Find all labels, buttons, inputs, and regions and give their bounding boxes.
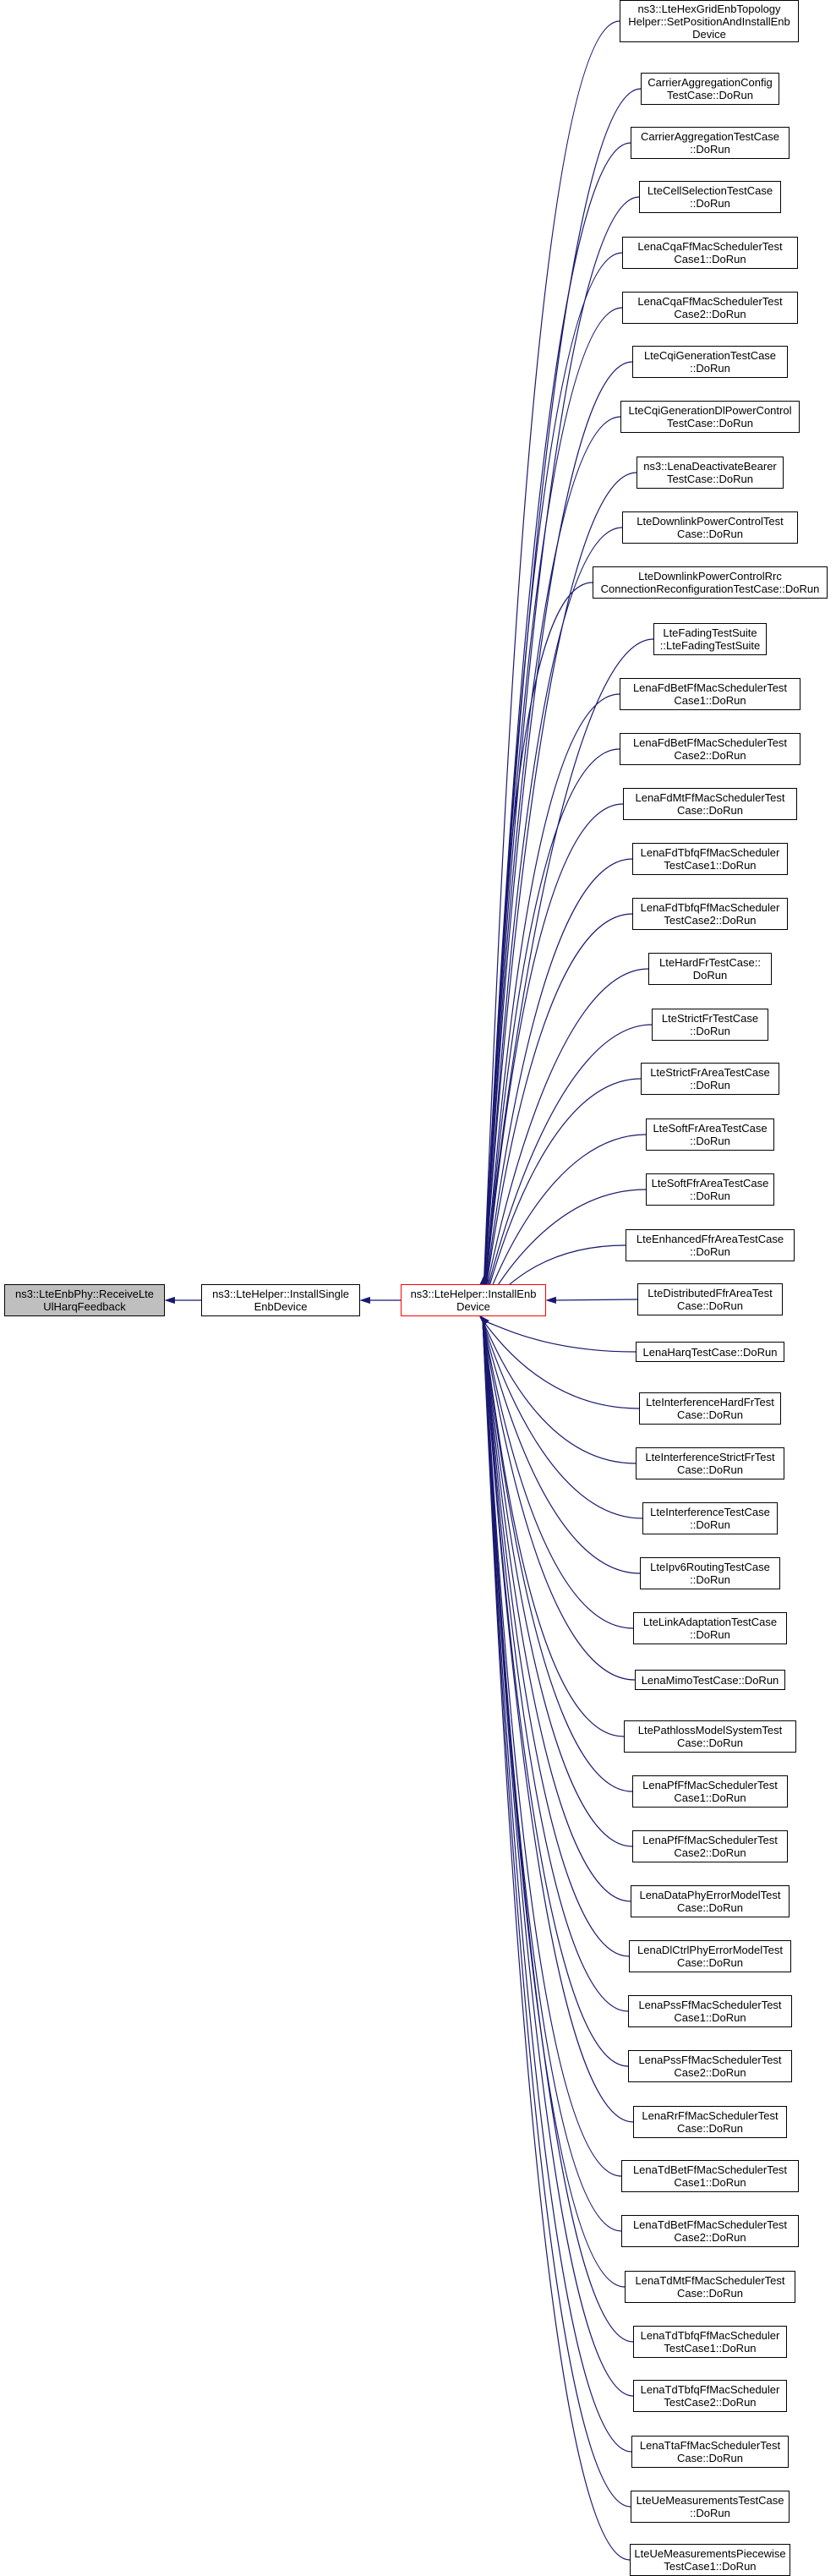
node-install-enb-device[interactable]: ns3::LteHelper::InstallEnb Device [401, 1284, 546, 1316]
caller-node[interactable]: LenaPfFfMacSchedulerTest Case2::DoRun [632, 1830, 788, 1862]
edge-caller-to-install-enb [482, 1320, 637, 1353]
caller-node[interactable]: LenaPfFfMacSchedulerTest Case1::DoRun [632, 1775, 788, 1808]
arrowhead [359, 1296, 370, 1304]
edge-caller-to-install-enb [482, 1320, 641, 1574]
node-install-single-enb-device[interactable]: ns3::LteHelper::InstallSingle EnbDevice [201, 1284, 360, 1316]
caller-node[interactable]: LenaFdBetFfMacSchedulerTest Case1::DoRun [620, 678, 800, 710]
caller-node[interactable]: LenaPssFfMacSchedulerTest Case1::DoRun [628, 1995, 792, 2027]
edge-caller-to-install-enb [482, 361, 633, 1311]
caller-node[interactable]: LenaTdMtFfMacSchedulerTest Case::DoRun [625, 2271, 795, 2303]
caller-node[interactable]: LenaDataPhyErrorModelTest Case::DoRun [631, 1885, 790, 1917]
caller-node[interactable]: LteUeMeasurementsTestCase ::DoRun [631, 2491, 790, 2523]
edge-caller-to-install-enb [482, 1320, 634, 2123]
arrowhead [478, 1315, 489, 1326]
edge-caller-to-install-enb [482, 1320, 633, 1792]
edge-caller-to-install-enb [554, 1299, 638, 1301]
caller-node[interactable]: CarrierAggregationConfig TestCase::DoRun [641, 73, 779, 105]
edge-caller-to-install-enb [482, 693, 620, 1311]
caller-node[interactable]: ns3::LteHexGridEnbTopology Helper::SetPo… [620, 0, 799, 42]
caller-node[interactable]: LteHardFrTestCase:: DoRun [648, 953, 772, 985]
caller-node[interactable]: LteInterferenceTestCase ::DoRun [642, 1502, 778, 1534]
caller-node[interactable]: LteCellSelectionTestCase ::DoRun [639, 181, 781, 213]
caller-node[interactable]: LteUeMeasurementsPiecewise TestCase1::Do… [630, 2544, 790, 2576]
edge-caller-to-install-enb [482, 1320, 630, 1957]
caller-node[interactable]: LenaRrFfMacSchedulerTest Case::DoRun [633, 2106, 787, 2138]
edge-caller-to-install-enb [482, 1320, 636, 1681]
caller-node[interactable]: LteDistributedFfrAreaTest Case::DoRun [637, 1283, 783, 1315]
edge-caller-to-install-enb [482, 1320, 640, 1409]
caller-node[interactable]: LenaTdTbfqFfMacScheduler TestCase1::DoRu… [633, 2326, 787, 2358]
caller-node[interactable]: LteStrictFrTestCase ::DoRun [652, 1009, 768, 1041]
edge-caller-to-install-enb [482, 858, 633, 1311]
caller-node[interactable]: LteCqiGenerationTestCase ::DoRun [632, 346, 788, 378]
edge-caller-to-install-enb [482, 196, 640, 1311]
caller-node[interactable]: LenaCqaFfMacSchedulerTest Case1::DoRun [622, 237, 798, 269]
caller-node[interactable]: LenaTdBetFfMacSchedulerTest Case1::DoRun [621, 2160, 799, 2192]
edge-caller-to-install-enb [482, 1320, 633, 1847]
arrowhead [164, 1296, 175, 1304]
caller-node[interactable]: LenaFdBetFfMacSchedulerTest Case2::DoRun [620, 733, 800, 765]
caller-node[interactable]: ns3::LenaDeactivateBearer TestCase::DoRu… [637, 457, 784, 489]
caller-node[interactable]: LteSoftFfrAreaTestCase ::DoRun [646, 1173, 774, 1206]
edge-caller-to-install-enb [482, 803, 624, 1311]
edge-caller-to-install-enb [482, 1320, 631, 2561]
edge-caller-to-install-enb [482, 527, 623, 1311]
edge-caller-to-install-enb [482, 142, 631, 1311]
caller-node[interactable]: LenaTtaFfMacSchedulerTest Case::DoRun [631, 2436, 789, 2468]
caller-node[interactable]: LtePathlossModelSystemTest Case::DoRun [624, 1720, 796, 1753]
caller-node[interactable]: LenaDlCtrlPhyErrorModelTest Case::DoRun [629, 1940, 791, 1972]
caller-node[interactable]: LenaTdTbfqFfMacScheduler TestCase2::DoRu… [633, 2380, 787, 2412]
edge-caller-to-install-enb [482, 1320, 629, 2012]
caller-node[interactable]: CarrierAggregationTestCase ::DoRun [631, 127, 790, 159]
edge-caller-to-install-enb [482, 1078, 642, 1311]
caller-node[interactable]: LteDownlinkPowerControlRrc ConnectionRec… [593, 566, 828, 599]
edge-caller-to-install-enb [482, 1024, 653, 1311]
caller-node[interactable]: LenaCqaFfMacSchedulerTest Case2::DoRun [622, 292, 798, 324]
caller-node[interactable]: LenaTdBetFfMacSchedulerTest Case2::DoRun [621, 2215, 799, 2247]
arrowhead [478, 1276, 489, 1287]
edge-caller-to-install-enb [482, 252, 623, 1311]
edge-caller-to-install-enb [482, 1320, 622, 2177]
edge-caller-to-install-enb [482, 1320, 643, 1519]
caller-node[interactable]: LenaFdMtFfMacSchedulerTest Case::DoRun [623, 788, 797, 820]
caller-node[interactable]: LteInterferenceHardFrTest Case::DoRun [639, 1392, 781, 1425]
caller-node[interactable]: LteCqiGenerationDlPowerControl TestCase:… [620, 401, 800, 433]
caller-node[interactable]: LteIpv6RoutingTestCase ::DoRun [640, 1557, 780, 1589]
caller-node[interactable]: LenaFdTbfqFfMacScheduler TestCase1::DoRu… [632, 843, 788, 875]
edge-caller-to-install-enb [482, 20, 620, 1311]
edge-caller-to-install-enb [482, 748, 620, 1311]
caller-node[interactable]: LteInterferenceStrictFrTest Case::DoRun [636, 1447, 784, 1479]
edge-caller-to-install-enb [482, 1320, 637, 1464]
edge-caller-to-install-enb [482, 416, 621, 1311]
caller-node[interactable]: LenaFdTbfqFfMacScheduler TestCase2::DoRu… [632, 898, 788, 930]
caller-node[interactable]: LteStrictFrAreaTestCase ::DoRun [641, 1063, 779, 1095]
edge-caller-to-install-enb [482, 968, 649, 1311]
caller-node[interactable]: LteEnhancedFfrAreaTestCase ::DoRun [626, 1229, 795, 1261]
caller-node[interactable]: LteFadingTestSuite ::LteFadingTestSuite [653, 623, 767, 655]
edge-caller-to-install-enb [482, 1320, 631, 1902]
node-receive-lte-ul-harq-feedback: ns3::LteEnbPhy::ReceiveLte UlHarqFeedbac… [4, 1284, 165, 1316]
arrowhead [545, 1296, 556, 1304]
caller-node[interactable]: LenaMimoTestCase::DoRun [635, 1670, 785, 1690]
caller-node[interactable]: LteDownlinkPowerControlTest Case::DoRun [622, 511, 798, 544]
edge-caller-to-install-enb [482, 307, 623, 1311]
caller-node[interactable]: LenaHarqTestCase::DoRun [636, 1342, 784, 1362]
edge-caller-to-install-enb [482, 582, 593, 1311]
caller-node[interactable]: LteSoftFrAreaTestCase ::DoRun [646, 1118, 774, 1151]
edge-caller-to-install-enb [482, 1320, 634, 1629]
caller-node[interactable]: LenaPssFfMacSchedulerTest Case2::DoRun [628, 2050, 792, 2082]
edge-caller-to-install-enb [482, 913, 633, 1311]
caller-node[interactable]: LteLinkAdaptationTestCase ::DoRun [633, 1612, 787, 1644]
